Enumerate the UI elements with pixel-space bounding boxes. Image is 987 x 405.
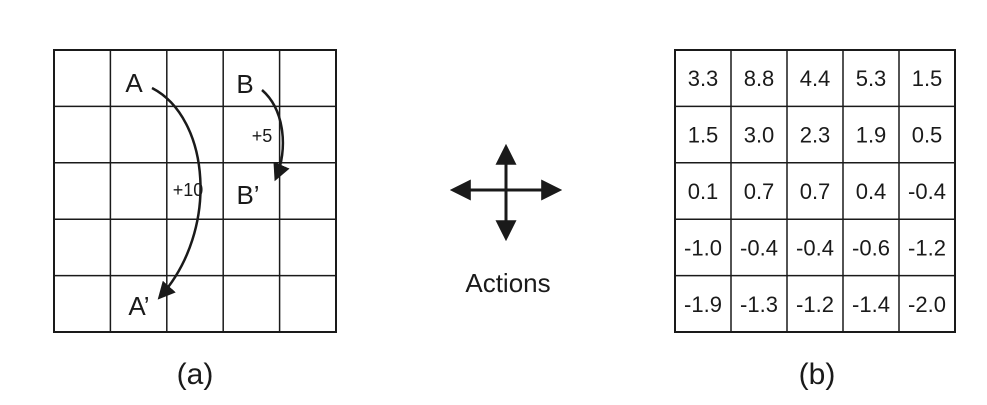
arrow-b-to-b-prime — [261, 89, 290, 182]
value-grid-b: 3.3 8.8 4.4 5.3 1.5 1.5 3.0 2.3 1.9 0.5 0.1 0.7 0.7 0… — [674, 49, 956, 333]
value-cell: -1.3 — [740, 292, 778, 317]
value-cell: -0.4 — [796, 235, 834, 260]
value-cell: 1.5 — [688, 123, 719, 148]
value-grid-frame — [674, 49, 956, 333]
value-cell: 3.0 — [744, 123, 775, 148]
actions-label: Actions — [465, 268, 550, 298]
value-cell: -0.4 — [740, 235, 778, 260]
reward-label-a: +10 — [173, 180, 204, 200]
caption-a: (a) — [177, 358, 214, 391]
value-cell: 1.9 — [856, 123, 887, 148]
state-label-a: A — [125, 68, 143, 98]
value-cell: 0.5 — [912, 123, 943, 148]
value-cell: 2.3 — [800, 123, 831, 148]
value-cell: 0.7 — [744, 179, 775, 204]
reward-label-b: +5 — [252, 126, 273, 146]
value-cell: 8.8 — [744, 66, 775, 91]
value-cell: -1.4 — [852, 292, 890, 317]
value-cell: -1.2 — [796, 292, 834, 317]
value-cell: 3.3 — [688, 66, 719, 91]
state-label-b-prime: B’ — [236, 180, 259, 210]
four-way-arrow-icon — [449, 143, 563, 242]
value-cell: 0.7 — [800, 179, 831, 204]
gridworld-a-frame — [53, 49, 337, 333]
value-cell: 0.4 — [856, 179, 887, 204]
value-cell: -0.6 — [852, 235, 890, 260]
value-cell: -1.9 — [684, 292, 722, 317]
state-label-b: B — [236, 69, 253, 99]
state-label-a-prime: A’ — [128, 291, 149, 321]
value-cell: 5.3 — [856, 66, 887, 91]
value-cell: -1.2 — [908, 235, 946, 260]
value-cell: 1.5 — [912, 66, 943, 91]
value-cell: -0.4 — [908, 179, 946, 204]
arrow-a-to-a-prime — [151, 86, 202, 300]
value-cell: 0.1 — [688, 179, 719, 204]
value-cell: -2.0 — [908, 292, 946, 317]
value-cell: 4.4 — [800, 66, 831, 91]
value-cell: -1.0 — [684, 235, 722, 260]
caption-b: (b) — [799, 358, 836, 391]
